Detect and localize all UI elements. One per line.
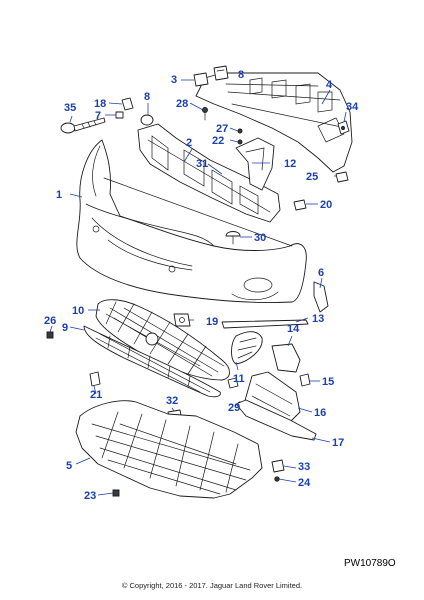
- part-27-fixing: [237, 128, 243, 134]
- callout-31: 31: [196, 158, 208, 170]
- callout-32: 32: [166, 395, 178, 407]
- callout-3: 3: [171, 74, 177, 86]
- part-8-clip-left: [140, 114, 154, 126]
- part-30-clip: [225, 231, 241, 245]
- part-9-lower-grille: [83, 325, 221, 398]
- part-13-trim-strip: [221, 319, 309, 329]
- callout-8-top: 8: [238, 69, 244, 81]
- part-21-bracket: [89, 371, 101, 387]
- callout-29: 29: [228, 402, 240, 414]
- callout-30: 30: [254, 232, 266, 244]
- part-11-clip: [227, 377, 239, 389]
- part-14-bracket: [271, 343, 301, 373]
- part-33-fixing: [271, 459, 285, 473]
- part-2-mounting-bracket: [137, 123, 281, 223]
- callout-labels: 1 2 3 4 5 6 7 8 8 9 10 11 12 13 14 15 16…: [44, 69, 359, 502]
- part-5-undertray: [75, 400, 263, 499]
- callout-19: 19: [206, 316, 218, 328]
- part-26-bolt: [46, 331, 54, 339]
- part-10-grille-surround: [95, 299, 230, 381]
- part-7-nut: [115, 111, 124, 119]
- callout-5: 5: [66, 460, 72, 472]
- part-23-bolt: [112, 489, 120, 497]
- part-19-badge: [173, 313, 191, 327]
- part-20-clip: [293, 199, 307, 211]
- part-34-sensor: [337, 120, 350, 135]
- part-22-fixing: [237, 139, 243, 145]
- callout-28: 28: [176, 98, 188, 110]
- callout-14: 14: [287, 323, 300, 335]
- part-17-lower-trim: [235, 399, 317, 441]
- callout-24: 24: [298, 477, 311, 489]
- callout-25: 25: [306, 171, 318, 183]
- leader-lines: [49, 79, 347, 496]
- part-8-clip: [213, 65, 229, 81]
- part-4-energy-absorber: [195, 72, 353, 173]
- callout-9: 9: [62, 322, 68, 334]
- callout-21: 21: [90, 389, 102, 401]
- callout-34: 34: [346, 101, 359, 113]
- callout-33: 33: [298, 461, 310, 473]
- callout-35: 35: [64, 102, 76, 114]
- part-11-fog-lamp-bezel: [231, 331, 263, 365]
- callout-12: 12: [284, 158, 296, 170]
- part-25-clip: [335, 171, 349, 183]
- callout-23: 23: [84, 490, 96, 502]
- part-18-bolt: [121, 97, 134, 111]
- callout-26: 26: [44, 315, 56, 327]
- copyright-notice: © Copyright, 2016 - 2017. Jaguar Land Ro…: [122, 581, 302, 590]
- callout-18: 18: [94, 98, 106, 110]
- callout-27: 27: [216, 123, 228, 135]
- part-28-bolt: [202, 107, 208, 121]
- callout-10: 10: [72, 305, 84, 317]
- callout-6: 6: [318, 267, 324, 279]
- reference-code: PW10789O: [344, 558, 396, 569]
- callout-2: 2: [186, 137, 192, 149]
- callout-7: 7: [95, 110, 101, 122]
- callout-11: 11: [233, 373, 245, 385]
- callout-4: 4: [326, 79, 333, 91]
- part-3-clip: [193, 72, 209, 87]
- callout-8-left: 8: [144, 91, 150, 103]
- callout-15: 15: [322, 376, 334, 388]
- part-15-clip: [299, 373, 311, 387]
- callout-16: 16: [314, 407, 326, 419]
- part-35-towing-eye: [60, 117, 106, 134]
- callout-1: 1: [56, 189, 62, 201]
- part-1-bumper-cover: [76, 139, 307, 303]
- callout-22: 22: [212, 135, 224, 147]
- part-6-side-bracket: [313, 281, 329, 313]
- callout-20: 20: [320, 199, 332, 211]
- callout-13: 13: [312, 313, 324, 325]
- part-24-fixing: [274, 476, 280, 482]
- callout-17: 17: [332, 437, 344, 449]
